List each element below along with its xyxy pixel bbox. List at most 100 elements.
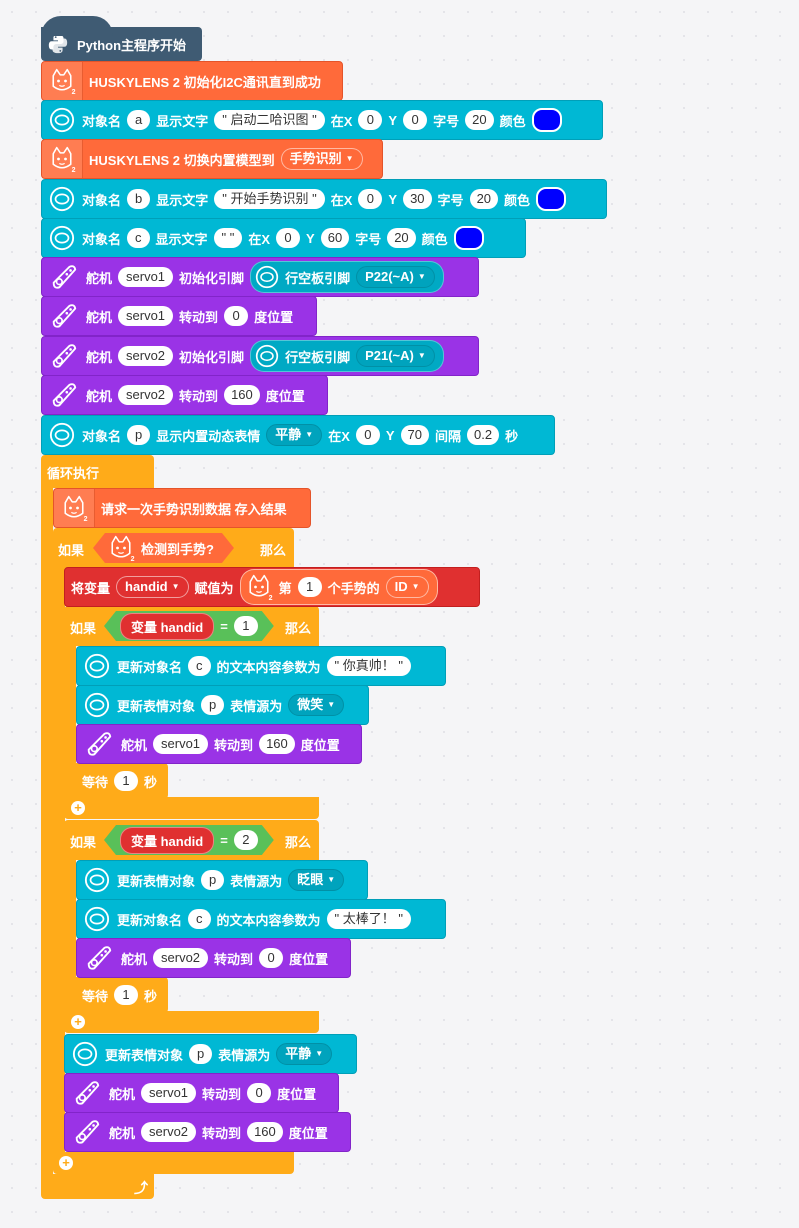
servo-name-input[interactable]: servo2 (118, 346, 174, 366)
text-input[interactable]: " 启动二哈识图 " (214, 110, 325, 130)
text-param-label: 的文本内容参数为 (216, 659, 321, 675)
display-text-c-block[interactable]: 对象名 c 显示文字 " " 在X 0 Y 60 字号 20 颜色 (41, 218, 526, 258)
update-text-c-block[interactable]: 更新对象名 c 的文本内容参数为 " 太棒了！ " (76, 899, 446, 939)
if1-add-icon[interactable]: + (59, 1156, 73, 1170)
servo-name-input[interactable]: servo1 (141, 1083, 197, 1103)
servo-name-input[interactable]: servo1 (118, 306, 174, 326)
update-text-c-block[interactable]: 更新对象名 c 的文本内容参数为 " 你真帅！ " (76, 646, 446, 686)
degree-input[interactable]: 0 (247, 1083, 272, 1103)
if3-add-icon[interactable]: + (71, 1015, 85, 1029)
servo2-init-block[interactable]: 舵机 servo2 初始化引脚 行空板引脚 P21(~A)▼ (41, 336, 479, 376)
servo1-init-block[interactable]: 舵机 servo1 初始化引脚 行空板引脚 P22(~A)▼ (41, 257, 479, 297)
wait2-value[interactable]: 1 (114, 985, 139, 1005)
emoji-dropdown[interactable]: 平静▼ (266, 424, 323, 446)
servo2-rotate-block[interactable]: 舵机 servo2 转动到 0 度位置 (76, 938, 351, 978)
servo-name-input[interactable]: servo2 (153, 948, 209, 968)
servo1-rotate-block[interactable]: 舵机 servo1 转动到 0 度位置 (64, 1073, 339, 1113)
display-emoji-p-block[interactable]: 对象名 p 显示内置动态表情 平静▼ 在X 0 Y 70 间隔 0.2 秒 (41, 415, 555, 455)
servo-name-input[interactable]: servo1 (153, 734, 209, 754)
color-swatch[interactable] (453, 226, 484, 250)
if2-value[interactable]: 1 (234, 616, 258, 636)
if1-then: 那么 (260, 543, 287, 558)
loop-block[interactable] (41, 455, 154, 488)
field-dropdown[interactable]: ID▼ (385, 576, 429, 598)
if2-condition[interactable]: 变量 handid = 1 (104, 611, 274, 641)
obj-name-input[interactable]: p (127, 425, 151, 445)
size-input[interactable]: 20 (465, 110, 494, 130)
if3-arm (64, 859, 76, 1014)
update-emoji-p-block[interactable]: 更新表情对象 p 表情源为 平静▼ (64, 1034, 357, 1074)
request-gesture-block[interactable]: 请求一次手势识别数据 存入结果 (53, 488, 311, 528)
screen-icon (83, 866, 111, 894)
if1-condition[interactable]: 检测到手势? (93, 533, 234, 563)
interval-input[interactable]: 0.2 (467, 425, 500, 445)
variable-dropdown[interactable]: handid▼ (116, 576, 189, 598)
obj-name-input[interactable]: c (188, 656, 211, 676)
size-input[interactable]: 20 (387, 228, 416, 248)
size-input[interactable]: 20 (469, 189, 499, 209)
emoji-dropdown[interactable]: 眨眼▼ (288, 869, 345, 891)
servo2-rotate-block[interactable]: 舵机 servo2 转动到 160 度位置 (41, 375, 328, 415)
y-input[interactable]: 70 (400, 425, 430, 445)
servo1-rotate-block[interactable]: 舵机 servo1 转动到 0 度位置 (41, 296, 317, 336)
gesture-id-reporter[interactable]: 第 1 个手势的 ID▼ (239, 569, 438, 605)
obj-name-input[interactable]: p (201, 870, 225, 890)
emoji-source-label: 表情源为 (230, 873, 283, 889)
y-input[interactable]: 60 (320, 228, 350, 248)
wait2-block[interactable]: 等待 1 秒 (76, 977, 168, 1013)
x-input[interactable]: 0 (276, 228, 301, 248)
obj-name-input[interactable]: p (201, 695, 225, 715)
if3-value[interactable]: 2 (234, 830, 258, 850)
color-swatch[interactable] (536, 187, 567, 211)
obj-name-input[interactable]: c (127, 228, 150, 248)
wait1-block[interactable]: 等待 1 秒 (76, 763, 168, 799)
text-input[interactable]: " 开始手势识别 " (214, 189, 325, 209)
servo-name-input[interactable]: servo2 (141, 1122, 197, 1142)
pin-dropdown[interactable]: P22(~A)▼ (356, 266, 435, 288)
degree-input[interactable]: 0 (224, 306, 249, 326)
obj-name-input[interactable]: b (127, 189, 151, 209)
obj-name-label: 对象名 (82, 428, 122, 444)
text-input[interactable]: " 太棒了！ " (326, 909, 411, 929)
display-text-b-block[interactable]: 对象名 b 显示文字 " 开始手势识别 " 在X 0 Y 30 字号 20 颜色 (41, 179, 607, 219)
wait1-value[interactable]: 1 (114, 771, 139, 791)
servo1-rotate-block[interactable]: 舵机 servo1 转动到 160 度位置 (76, 724, 362, 764)
servo-name-input[interactable]: servo2 (118, 385, 174, 405)
servo-name-input[interactable]: servo1 (118, 267, 174, 287)
pin-reporter[interactable]: 行空板引脚 P22(~A)▼ (250, 261, 444, 293)
switch-model-block[interactable]: HUSKYLENS 2 切换内置模型到 手势识别▼ (41, 139, 383, 179)
y-input[interactable]: 0 (403, 110, 428, 130)
update-emoji-p-block[interactable]: 更新表情对象 p 表情源为 微笑▼ (76, 685, 369, 725)
x-input[interactable]: 0 (355, 425, 380, 445)
y-input[interactable]: 30 (403, 189, 432, 209)
if2-var[interactable]: 变量 handid (120, 613, 214, 640)
x-input[interactable]: 0 (358, 110, 383, 130)
update-emoji-p-block[interactable]: 更新表情对象 p 表情源为 眨眼▼ (76, 860, 368, 900)
emoji-dropdown[interactable]: 微笑▼ (288, 694, 345, 716)
index-input[interactable]: 1 (297, 577, 322, 597)
obj-name-input[interactable]: p (189, 1044, 213, 1064)
display-text-a-block[interactable]: 对象名 a 显示文字 " 启动二哈识图 " 在X 0 Y 0 字号 20 颜色 (41, 100, 603, 140)
obj-name-input[interactable]: c (188, 909, 211, 929)
emoji-dropdown[interactable]: 平静▼ (276, 1043, 333, 1065)
if2-add-icon[interactable]: + (71, 801, 85, 815)
obj-name-input[interactable]: a (127, 110, 151, 130)
model-dropdown[interactable]: 手势识别▼ (280, 148, 363, 170)
if2-arm (64, 645, 76, 800)
text-input[interactable]: " " (213, 228, 243, 248)
text-input[interactable]: " 你真帅！ " (326, 656, 411, 676)
pin-dropdown[interactable]: P21(~A)▼ (356, 345, 435, 367)
degree-input[interactable]: 160 (247, 1122, 283, 1142)
servo2-rotate-block[interactable]: 舵机 servo2 转动到 160 度位置 (64, 1112, 351, 1152)
if3-var[interactable]: 变量 handid (120, 827, 214, 854)
set-variable-block[interactable]: 将变量 handid▼ 赋值为 第 1 个手势的 ID▼ (64, 567, 480, 607)
color-swatch[interactable] (531, 108, 562, 132)
degree-input[interactable]: 160 (224, 385, 260, 405)
x-input[interactable]: 0 (358, 189, 383, 209)
degree-input[interactable]: 0 (259, 948, 284, 968)
degree-input[interactable]: 160 (259, 734, 295, 754)
pin-reporter[interactable]: 行空板引脚 P21(~A)▼ (250, 340, 444, 372)
if3-condition[interactable]: 变量 handid = 2 (104, 825, 274, 855)
huskylens-init-block[interactable]: HUSKYLENS 2 初始化I2C通讯直到成功 (41, 61, 343, 101)
wait1-unit: 秒 (144, 774, 158, 790)
